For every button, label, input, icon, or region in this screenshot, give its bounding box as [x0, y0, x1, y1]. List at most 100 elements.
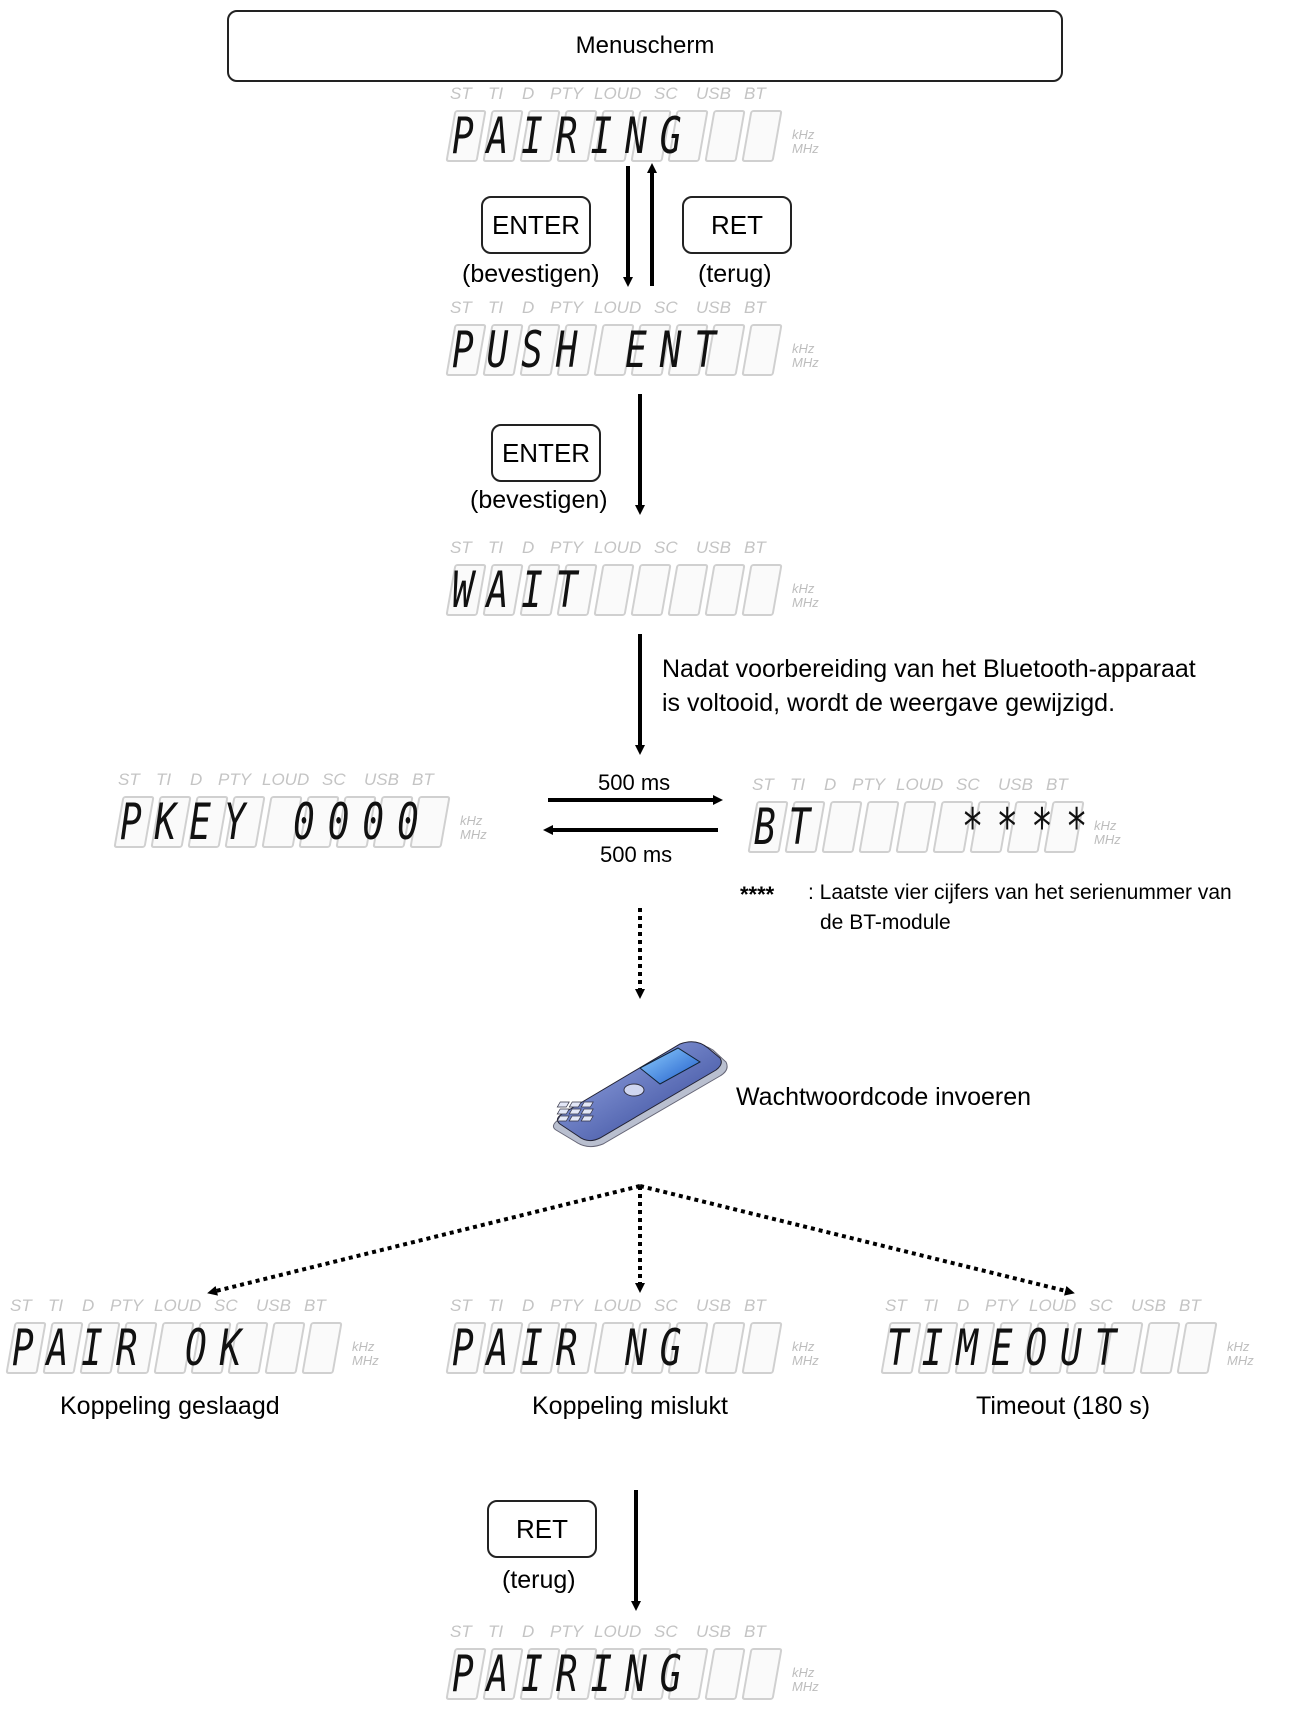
lcd-wait-indicator: PTY [550, 538, 584, 557]
lcd-pkey-indicator: PTY [218, 770, 252, 789]
lcd-bt-serial-indicator: LOUD [896, 775, 944, 794]
lcd-timeout-indicator: PTY [985, 1296, 1019, 1315]
lcd-pair-ok-indicator: ST [10, 1296, 32, 1315]
lcd-wait-indicator: D [522, 538, 535, 557]
enter-key-2-label: ENTER [501, 437, 591, 468]
lcd-pair-ok-indicator: LOUD [154, 1296, 202, 1315]
ret-key-2: RET [487, 1500, 597, 1558]
lcd-pairing-bottom-indicator: USB [696, 1622, 731, 1641]
lcd-pair-ng-indicator: USB [696, 1296, 731, 1315]
lcd-timeout-indicator: USB [1131, 1296, 1166, 1315]
stars-marker: **** [740, 882, 775, 907]
lcd-bt-serial-text: BT **** [754, 798, 1101, 856]
flow-arrows [207, 163, 1075, 1611]
lcd-pair-ng-indicator: SC [654, 1296, 678, 1315]
lcd-pairing-top-indicator: BT [744, 84, 766, 103]
lcd-pairing-bottom-indicator: PTY [550, 1622, 584, 1641]
lcd-bt-serial-indicator: SC [956, 775, 980, 794]
lcd-push-ent-indicator: ST [450, 298, 472, 317]
lcd-pair-ok-indicator: D [82, 1296, 95, 1315]
ret-key-1: RET [682, 196, 792, 254]
lcd-pair-ng-indicator: TI [488, 1296, 504, 1315]
dotted-arrow-to-ok [207, 1184, 641, 1296]
lcd-wait-indicator: ST [450, 538, 472, 557]
lcd-pkey-indicator: TI [156, 770, 172, 789]
lcd-push-ent-indicator: PTY [550, 298, 584, 317]
lcd-pairing-top-indicator: D [522, 84, 535, 103]
lcd-push-ent-indicator: LOUD [594, 298, 642, 317]
lcd-wait-indicator: USB [696, 538, 731, 557]
enter-key-1-sub: (bevestigen) [462, 260, 600, 288]
lcd-pair-ng-text: PAIR NG [452, 1319, 695, 1377]
lcd-wait-indicator: TI [488, 538, 504, 557]
lcd-pkey-indicator: LOUD [262, 770, 310, 789]
lcd-pair-ng-indicator: BT [744, 1296, 766, 1315]
mobile-phone-icon [548, 1040, 733, 1150]
lcd-pair-ng-indicator: PTY [550, 1296, 584, 1315]
lcd-wait-indicator: BT [744, 538, 766, 557]
lcd-pairing-bottom-indicator: D [522, 1622, 535, 1641]
lcd-pair-ok-indicator: TI [48, 1296, 64, 1315]
lcd-pair-ok-indicator: PTY [110, 1296, 144, 1315]
lcd-pair-ok-text: PAIR OK [12, 1319, 255, 1377]
lcd-push-ent-indicator: TI [488, 298, 504, 317]
lcd-push-ent-indicator: USB [696, 298, 731, 317]
lcd-pkey-indicator: ST [118, 770, 140, 789]
lcd-timeout-indicator: LOUD [1029, 1296, 1077, 1315]
lcd-pairing-bottom-indicator: LOUD [594, 1622, 642, 1641]
enter-key-1: ENTER [481, 196, 591, 254]
ret-key-1-label: RET [711, 209, 763, 240]
lcd-pairing-bottom-indicator: BT [744, 1622, 766, 1641]
lcd-push-ent-indicator: BT [744, 298, 766, 317]
lcd-pair-ok-indicator: USB [256, 1296, 291, 1315]
serial-note-line-2: de BT-module [820, 911, 951, 934]
lcd-timeout-text: TIMEOUT [887, 1319, 1130, 1377]
lcd-wait-indicator: LOUD [594, 538, 642, 557]
lcd-push-ent-indicator: SC [654, 298, 678, 317]
enter-key-2: ENTER [491, 424, 601, 482]
lcd-pairing-top-indicator: USB [696, 84, 731, 103]
lcd-pairing-top-indicator: ST [450, 84, 472, 103]
interval-label-left: 500 ms [600, 842, 673, 867]
lcd-timeout-indicator: TI [923, 1296, 939, 1315]
outcome-timeout-caption: Timeout (180 s) [976, 1392, 1151, 1420]
ret-key-1-sub: (terug) [698, 260, 772, 288]
lcd-bt-serial-indicator: BT [1046, 775, 1068, 794]
lcd-pkey-indicator: D [190, 770, 203, 789]
lcd-pairing-top-text: PAIRING [452, 107, 695, 165]
lcd-timeout-indicator: BT [1179, 1296, 1201, 1315]
outcome-ok-caption: Koppeling geslaagd [60, 1392, 280, 1420]
bt-ready-note-line-2: is voltooid, wordt de weergave gewijzigd… [662, 689, 1116, 717]
lcd-timeout-indicator: D [957, 1296, 970, 1315]
dotted-arrow-to-timeout [639, 1184, 1075, 1296]
lcd-timeout-indicator: SC [1089, 1296, 1113, 1315]
menu-screen-box: Menuscherm [227, 10, 1063, 82]
enter-passcode-label: Wachtwoordcode invoeren [736, 1083, 1032, 1111]
lcd-pair-ng-indicator: D [522, 1296, 535, 1315]
lcd-pkey-indicator: BT [412, 770, 434, 789]
lcd-pairing-top-indicator: SC [654, 84, 678, 103]
lcd-pairing-top-indicator: TI [488, 84, 504, 103]
lcd-bt-serial-indicator: PTY [852, 775, 886, 794]
lcd-wait-text: WAIT [452, 561, 591, 619]
outcome-ng-caption: Koppeling mislukt [532, 1392, 728, 1420]
ret-key-2-label: RET [516, 1513, 568, 1544]
lcd-wait-indicator: SC [654, 538, 678, 557]
lcd-pairing-bottom-indicator: SC [654, 1622, 678, 1641]
lcd-pair-ng-indicator: ST [450, 1296, 472, 1315]
